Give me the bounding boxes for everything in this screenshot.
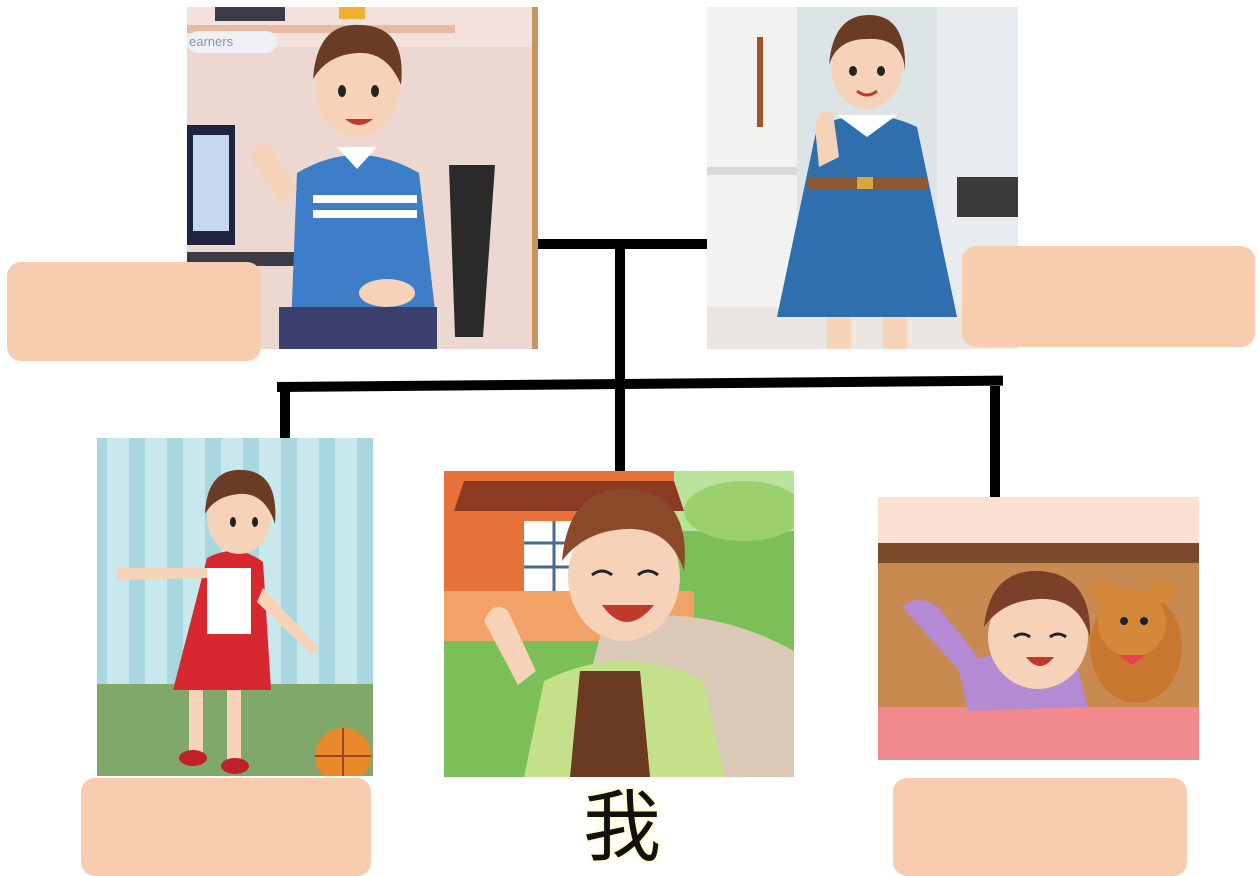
parents-connector	[537, 239, 707, 249]
younger-sister-label-box[interactable]	[893, 778, 1187, 876]
children-connector	[276, 375, 1004, 392]
me-label: 我	[582, 783, 661, 873]
mother-picture	[707, 7, 1018, 349]
older-sister-picture	[97, 438, 373, 776]
me-picture	[444, 471, 794, 777]
left-child-drop	[280, 388, 290, 440]
younger-sister-picture	[878, 497, 1199, 760]
father-label-box[interactable]	[7, 262, 261, 361]
mother-label-box[interactable]	[962, 246, 1255, 347]
family-trunk	[615, 249, 625, 471]
right-child-drop	[990, 386, 1000, 498]
older-sister-label-box[interactable]	[81, 778, 371, 876]
father-picture: earners	[187, 7, 538, 349]
banner-text: earners	[189, 34, 234, 49]
